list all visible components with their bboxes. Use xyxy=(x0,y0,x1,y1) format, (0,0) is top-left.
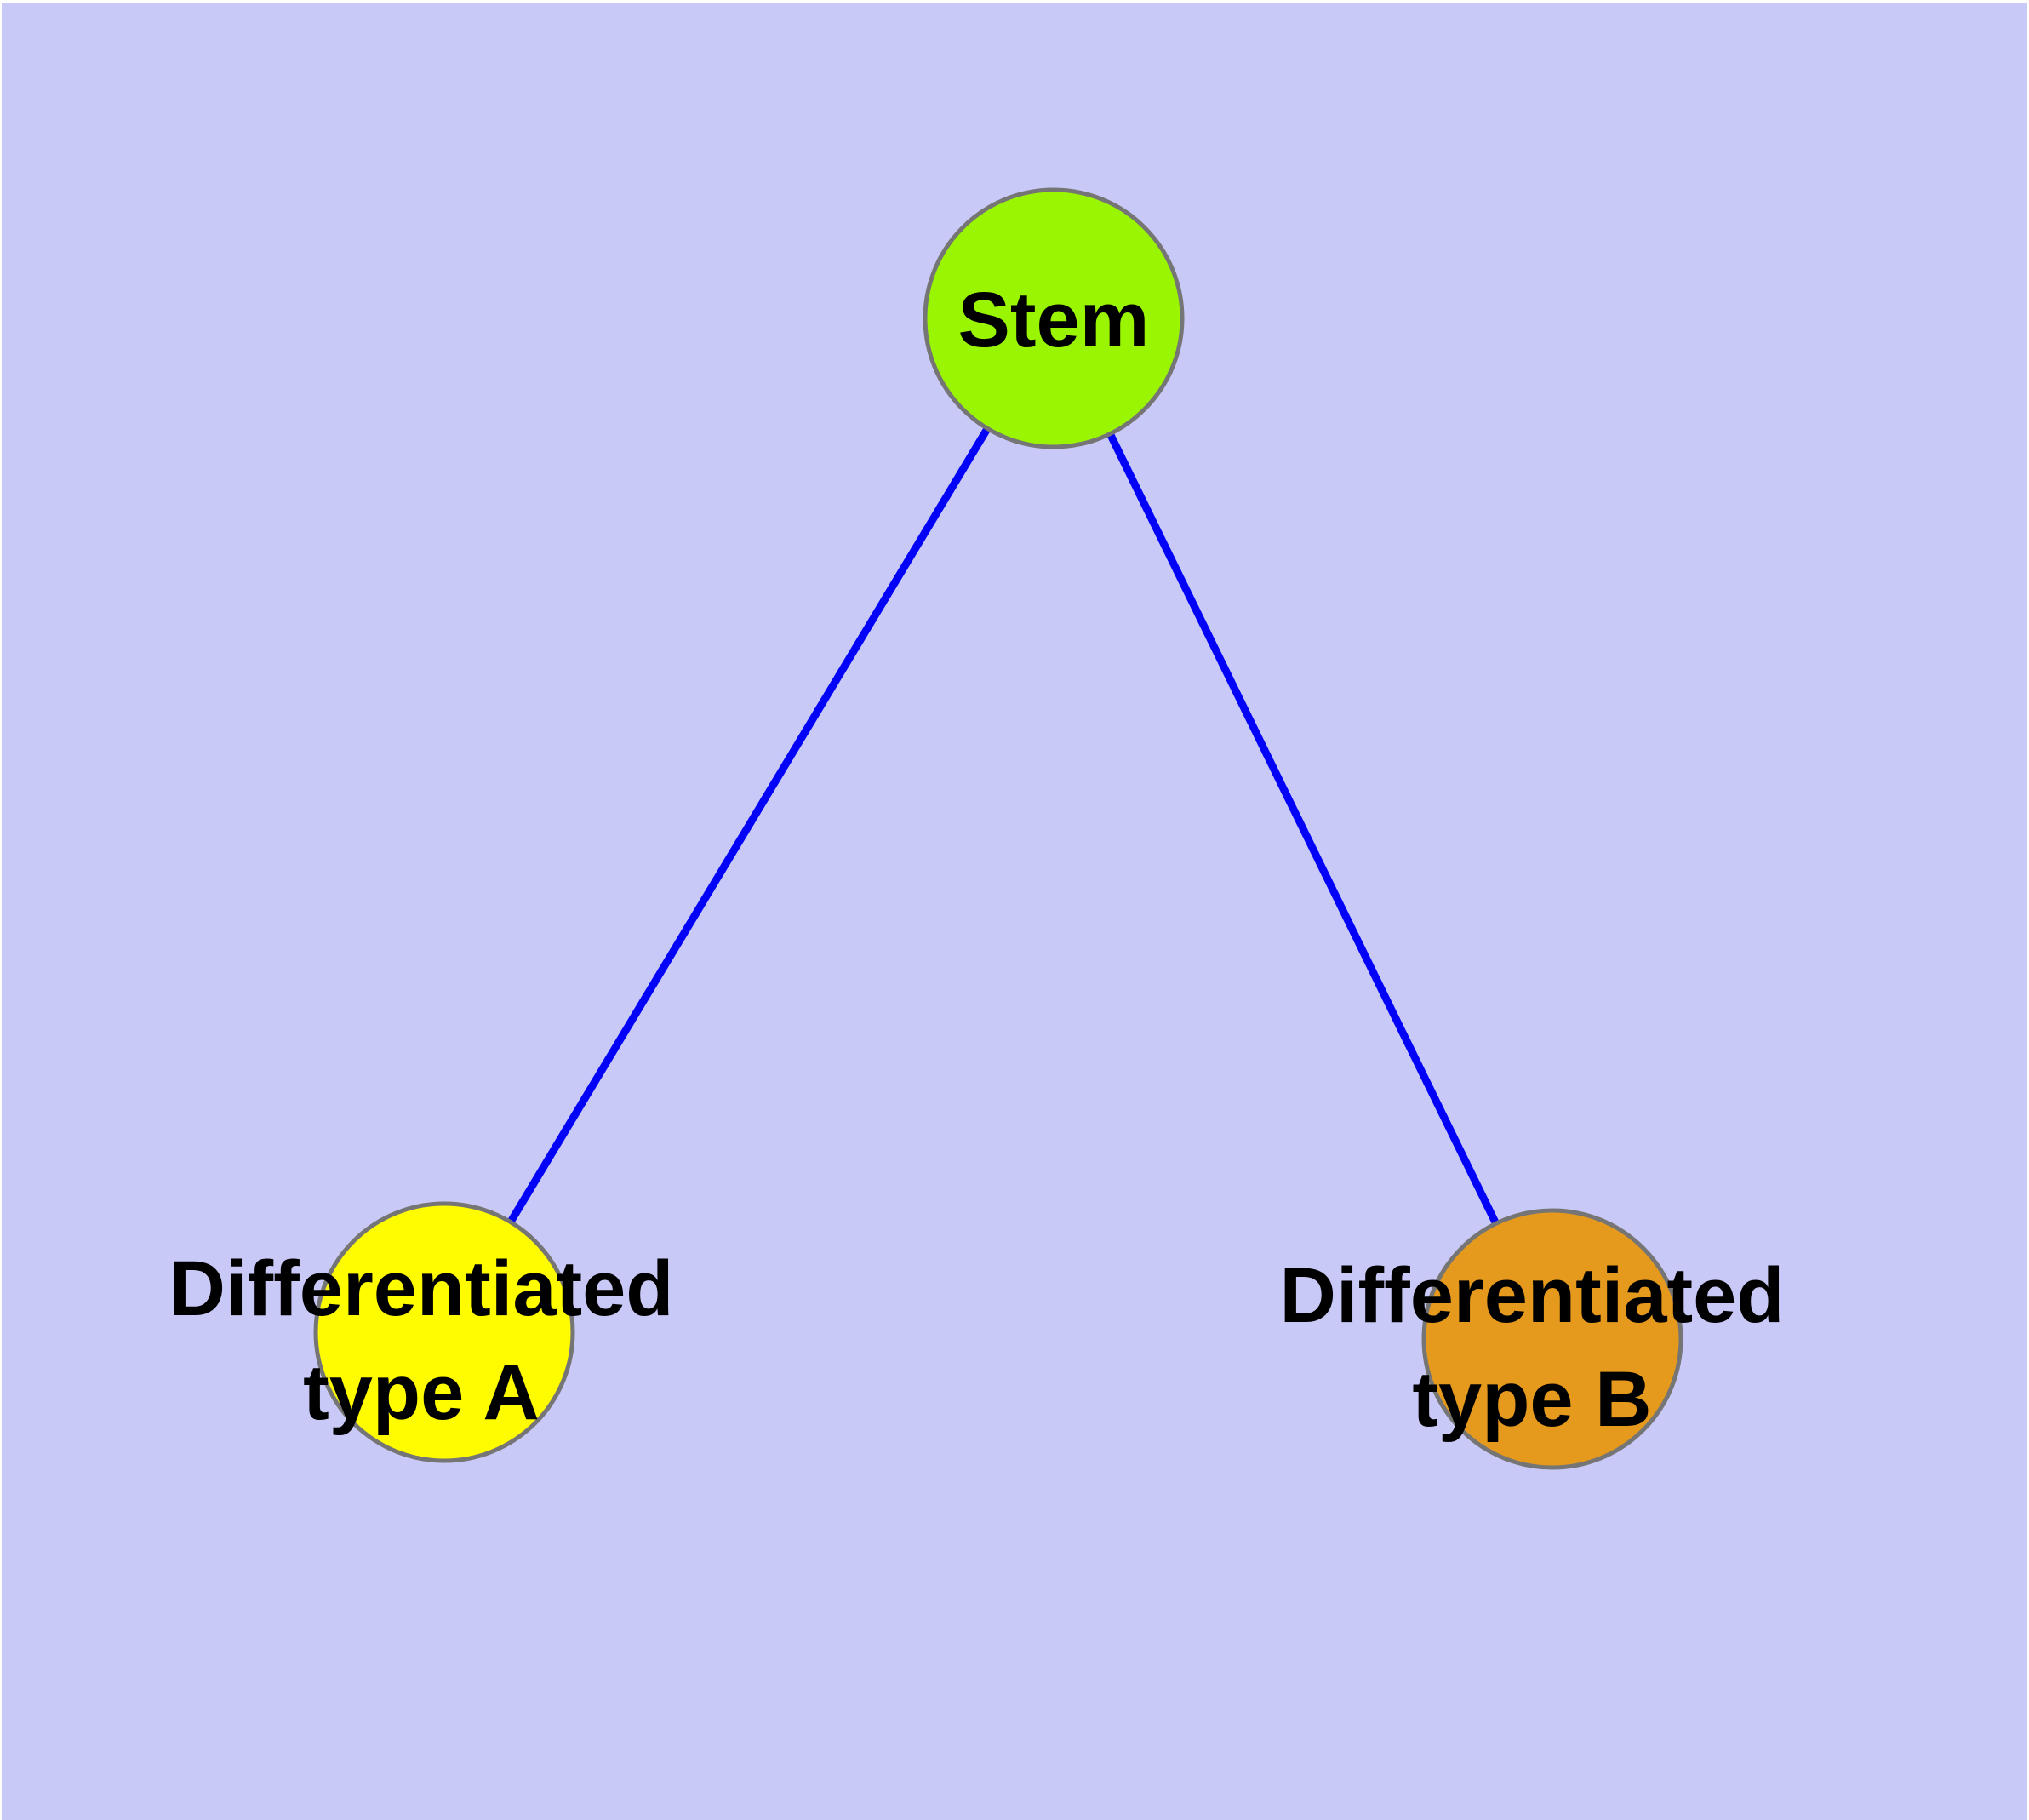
node-label-type-a-line1: Differentiated xyxy=(169,1245,674,1332)
node-differentiated-type-b xyxy=(1421,1208,1683,1470)
node-differentiated-type-a xyxy=(313,1201,575,1463)
node-label-stem: Stem xyxy=(958,277,1150,363)
node-label-type-b-line1: Differentiated xyxy=(1280,1252,1785,1339)
node-label-type-a-line2: type A xyxy=(303,1349,540,1436)
edge-stem-to-type-b xyxy=(1049,317,1557,1341)
node-label-type-b-line2: type B xyxy=(1412,1356,1651,1443)
node-stem xyxy=(923,187,1185,449)
edge-stem-to-type-a xyxy=(441,316,1057,1335)
